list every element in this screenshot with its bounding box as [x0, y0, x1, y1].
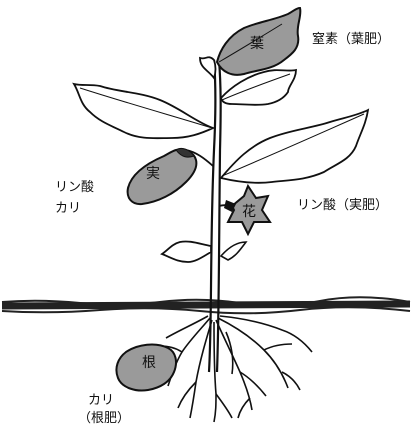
flower-label: 花: [242, 204, 256, 222]
root-label: 根: [142, 355, 156, 373]
lower-right-leaf: [221, 242, 246, 260]
root-fertilizer-annotation: （根肥）: [78, 411, 130, 427]
ground-line: [2, 297, 410, 313]
lower-left-leaf: [162, 241, 211, 262]
roots: [160, 316, 312, 422]
leaf-label: 葉: [250, 36, 264, 54]
root-potassium-annotation: カリ: [88, 393, 114, 409]
fruit-potassium-annotation: カリ: [55, 201, 81, 217]
fruit-label: 実: [146, 166, 160, 184]
fruit-shape: [128, 148, 213, 204]
fruit-phosphoric-annotation: リン酸: [55, 180, 94, 196]
left-leaf: [74, 84, 213, 138]
small-top-leaf: [200, 57, 216, 78]
nitrogen-annotation: 窒素（葉肥）: [312, 32, 390, 48]
flower-phosphoric-annotation: リン酸（実肥）: [297, 198, 388, 214]
right-leaf: [221, 110, 368, 183]
